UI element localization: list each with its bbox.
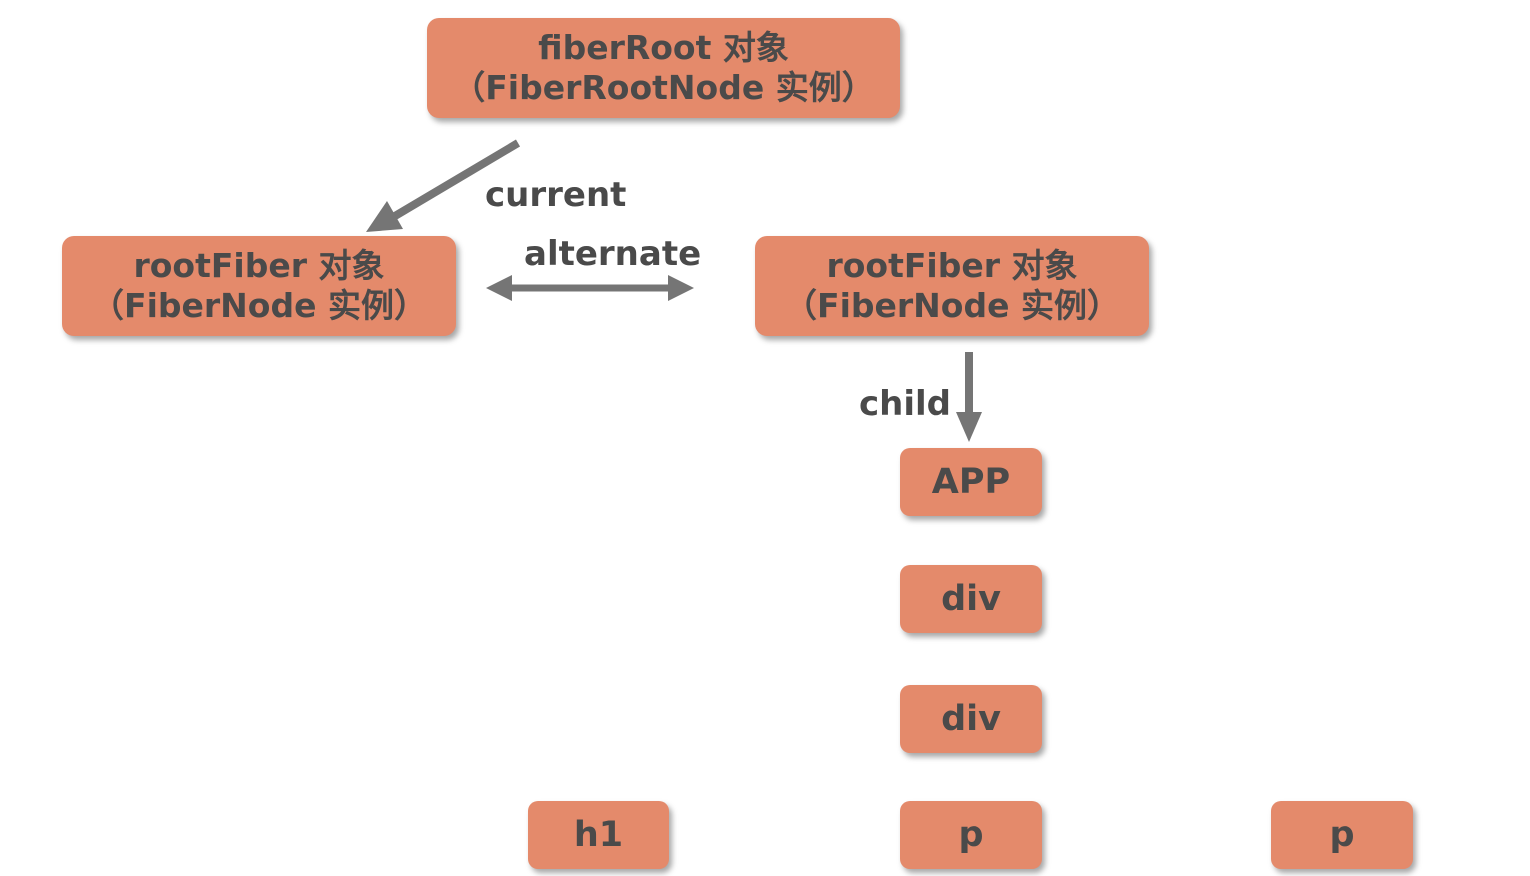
- root-fiber-current-title: rootFiber 对象: [133, 245, 385, 285]
- fiber-root-subtitle: （FiberRootNode 实例）: [452, 68, 875, 107]
- fiber-root-title: fiberRoot 对象: [538, 27, 789, 67]
- p-node-1-label: p: [958, 814, 984, 855]
- div-node-2: div: [900, 685, 1042, 753]
- p-node-1: p: [900, 801, 1042, 869]
- app-node-label: APP: [931, 461, 1011, 502]
- div-node-1-label: div: [941, 578, 1001, 619]
- alternate-arrow: [486, 275, 694, 301]
- child-label: child: [859, 384, 952, 424]
- alternate-label: alternate: [524, 234, 702, 274]
- h1-node: h1: [528, 801, 669, 869]
- root-fiber-current-subtitle: （FiberNode 实例）: [91, 286, 427, 325]
- root-fiber-current-node: rootFiber 对象 （FiberNode 实例）: [62, 236, 456, 336]
- root-fiber-alternate-subtitle: （FiberNode 实例）: [784, 286, 1120, 325]
- p-node-2: p: [1271, 801, 1413, 869]
- root-fiber-alternate-title: rootFiber 对象: [826, 245, 1078, 285]
- div-node-1: div: [900, 565, 1042, 633]
- h1-node-label: h1: [573, 814, 624, 855]
- fiber-root-node: fiberRoot 对象 （FiberRootNode 实例）: [427, 18, 900, 118]
- div-node-2-label: div: [941, 698, 1001, 739]
- app-node: APP: [900, 448, 1042, 516]
- current-label: current: [485, 175, 627, 215]
- p-node-2-label: p: [1329, 814, 1355, 855]
- root-fiber-alternate-node: rootFiber 对象 （FiberNode 实例）: [755, 236, 1149, 336]
- child-arrow: [956, 352, 982, 442]
- current-arrow: [366, 139, 521, 232]
